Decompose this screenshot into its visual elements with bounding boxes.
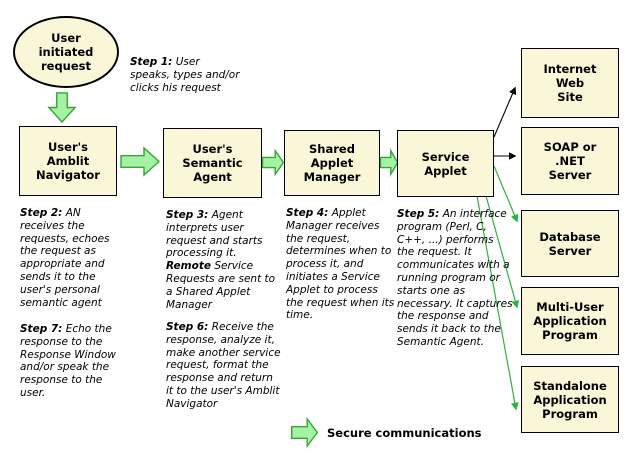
step-7-note: Step 7: Echo the response to the Respons… <box>20 323 116 399</box>
target-box-internet-web-site: Internet Web Site <box>521 48 619 118</box>
flow-box-amblit-navigator: User's Amblit Navigator <box>19 126 117 196</box>
arrow-service-to-web <box>493 86 517 138</box>
flow-box-service-applet: Service Applet <box>397 130 494 197</box>
target-box-multi-user-application: Multi-User Application Program <box>521 287 619 355</box>
step-1-note: Step 1: User speaks, types and/or clicks… <box>130 56 240 94</box>
secure-arrow-service-to-multiuser <box>485 195 520 309</box>
user-initiated-request-ellipse: User initiated request <box>13 16 119 88</box>
step-6-note: Step 6: Receive the response, analyze it… <box>166 321 281 410</box>
step-2-note: Step 2: AN receives the requests, echoes… <box>20 207 110 309</box>
target-box-standalone-application: Standalone Application Program <box>521 366 619 433</box>
down-block-arrow-icon <box>48 92 76 123</box>
right-block-arrow-3-icon <box>380 149 398 176</box>
secure-communications-legend-label: Secure communications <box>327 426 482 440</box>
step-3-note: Step 3: Agent interprets user request an… <box>166 209 276 311</box>
target-box-database-server: Database Server <box>521 210 619 277</box>
right-block-arrow-1-icon <box>120 146 160 177</box>
right-block-arrow-2-icon <box>262 149 284 176</box>
secure-communications-legend-arrow-icon <box>291 417 318 448</box>
target-box-soap-net-server: SOAP or .NET Server <box>521 127 619 195</box>
secure-arrow-service-to-database <box>493 165 519 223</box>
step-4-note: Step 4: Applet Manager receives the requ… <box>286 207 395 322</box>
flow-box-semantic-agent: User's Semantic Agent <box>163 128 262 198</box>
secure-arrow-service-to-standalone <box>476 195 519 411</box>
flow-box-shared-applet-manager: Shared Applet Manager <box>284 130 380 196</box>
step-5-note: Step 5: An interface program (Perl, C, C… <box>397 208 513 348</box>
